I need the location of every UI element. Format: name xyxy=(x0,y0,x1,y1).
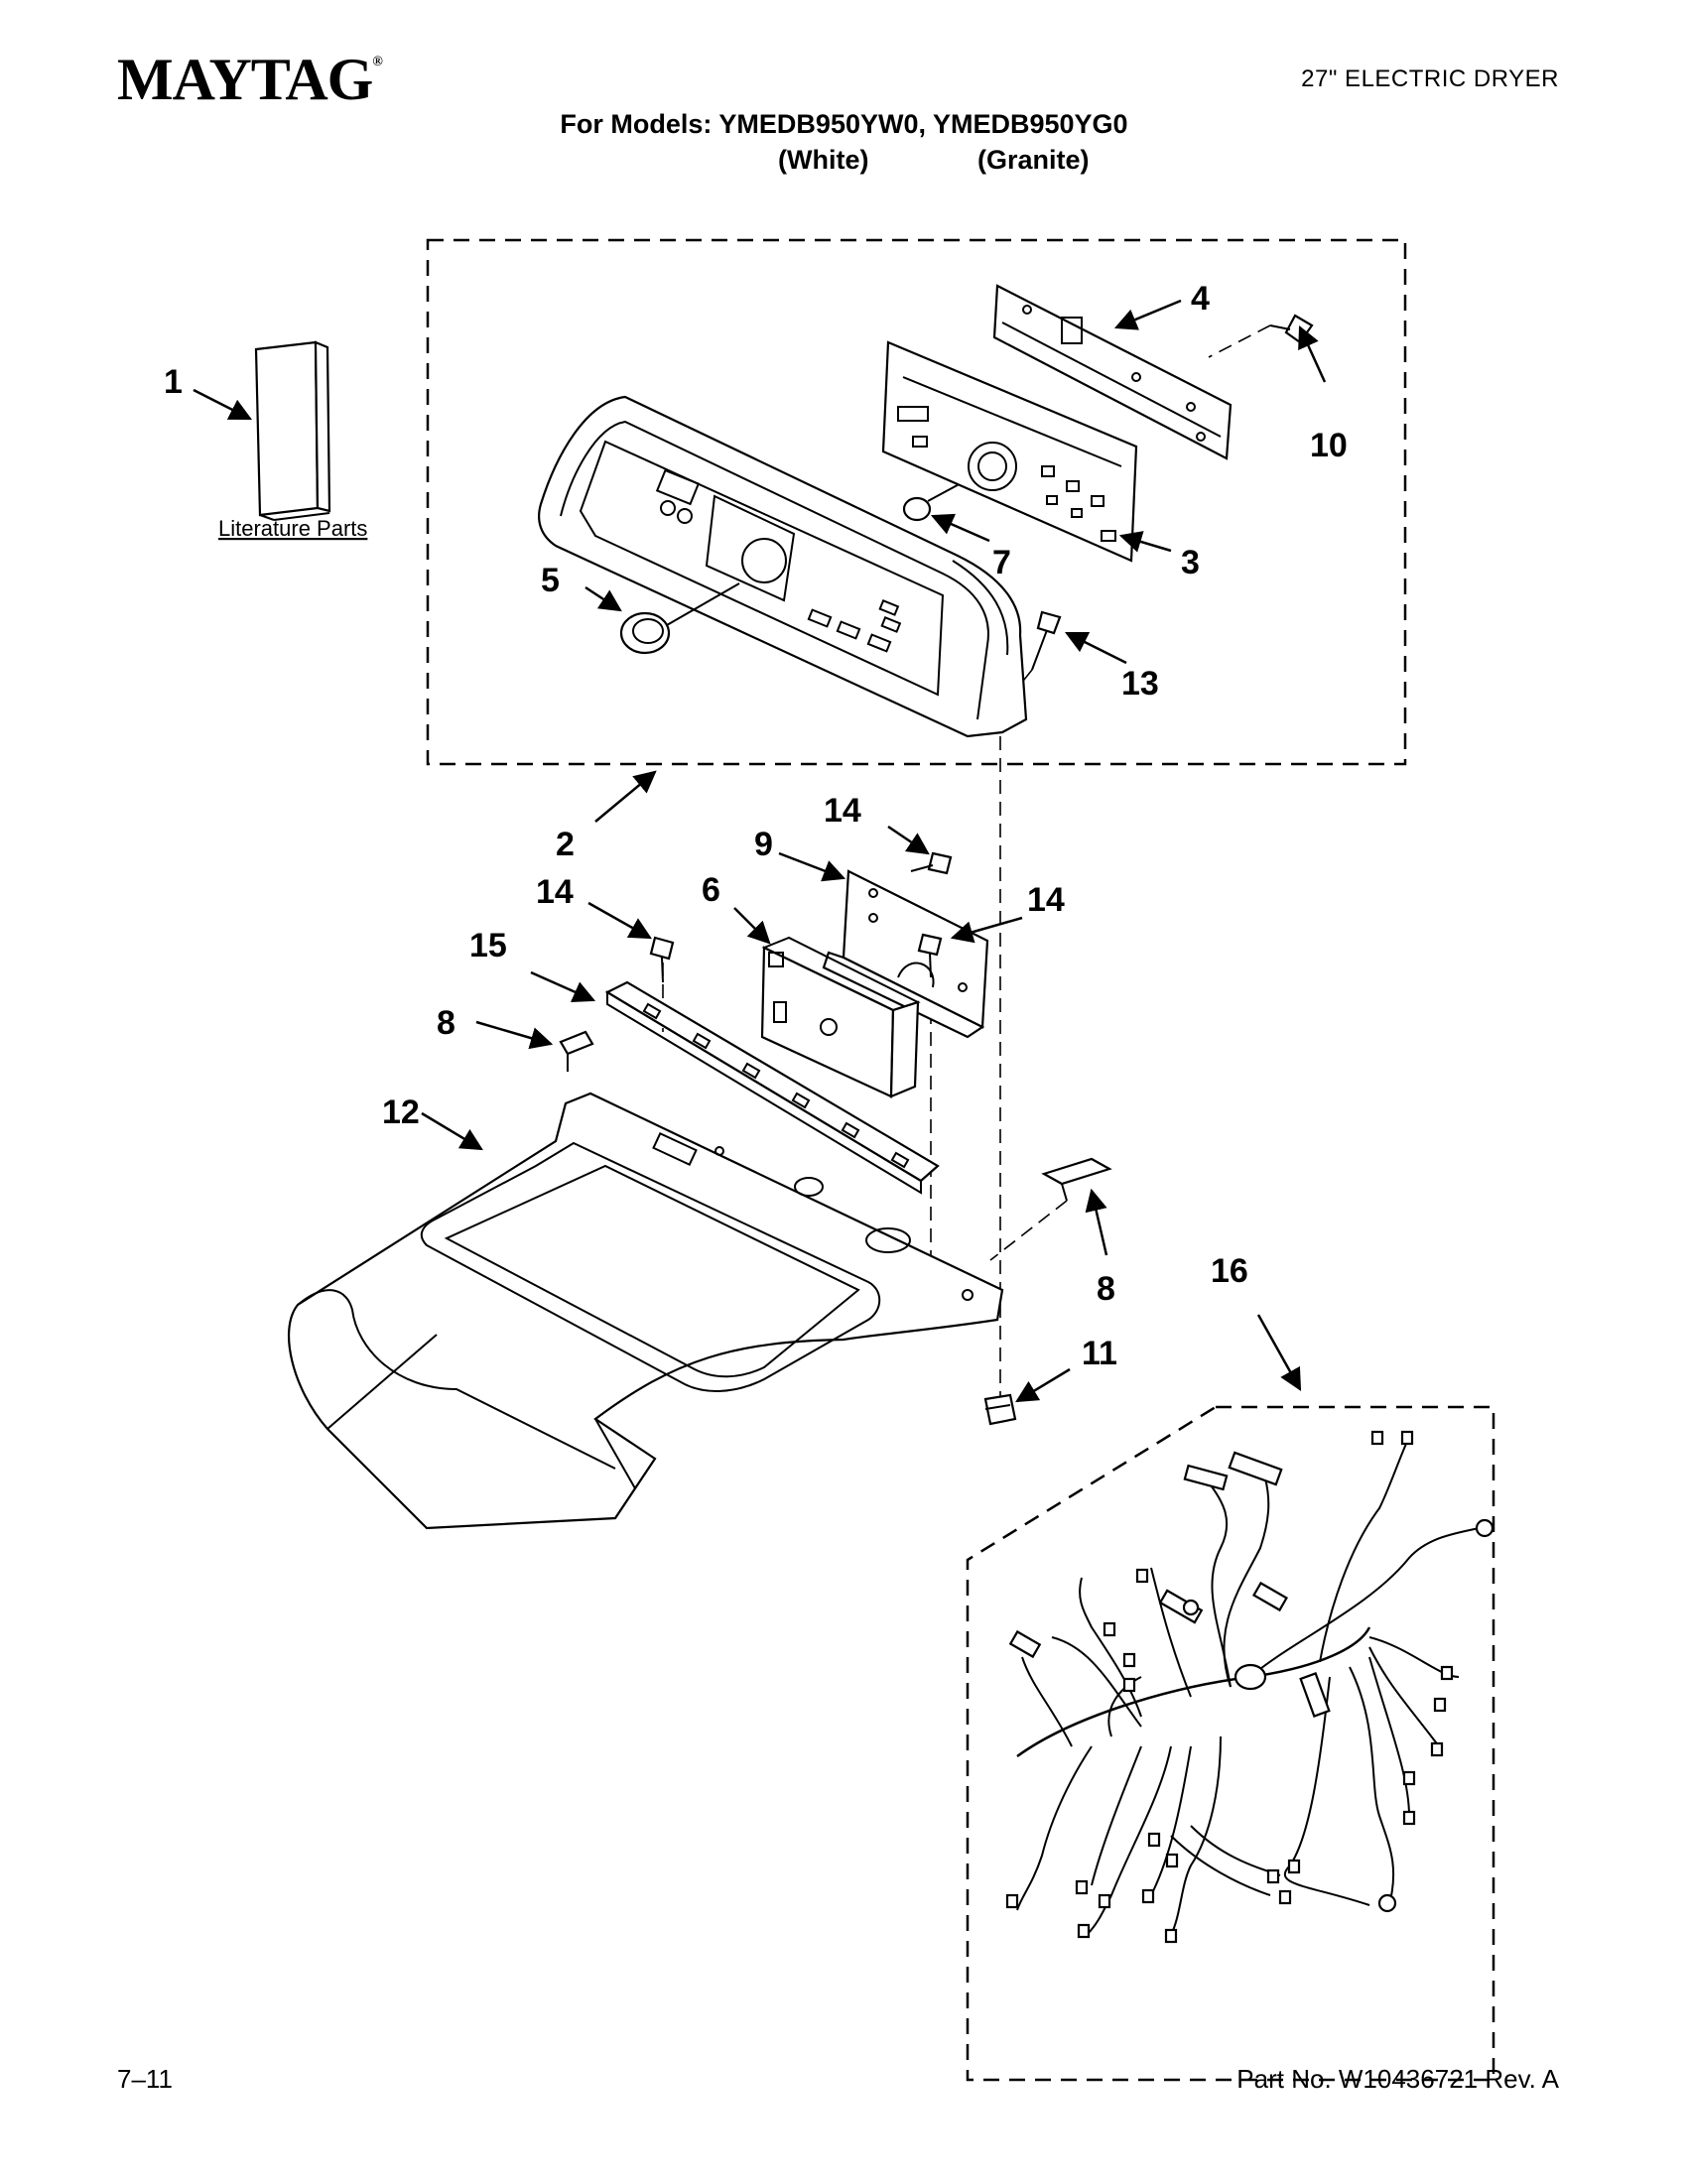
callout-8-left: 8 xyxy=(437,1004,455,1042)
callout-16: 16 xyxy=(1211,1252,1248,1290)
product-title: 27" ELECTRIC DRYER xyxy=(1301,65,1559,92)
screw-14-left xyxy=(649,936,675,983)
ui-control-board xyxy=(992,284,1233,460)
callout-12: 12 xyxy=(382,1093,420,1131)
callout-arrows xyxy=(193,299,1327,1403)
literature-parts-booklet xyxy=(254,340,331,521)
literature-parts-label: Literature Parts xyxy=(218,516,367,541)
callout-14-top: 14 xyxy=(824,792,861,830)
callout-9: 9 xyxy=(754,826,773,863)
alignment-line-clip xyxy=(989,1200,1068,1261)
brand-logo: MAYTAG® xyxy=(117,47,383,112)
registered-mark: ® xyxy=(372,55,383,69)
callout-4: 4 xyxy=(1191,280,1210,318)
date-code: 7–11 xyxy=(117,2064,173,2094)
callout-1: 1 xyxy=(164,363,183,401)
callout-7: 7 xyxy=(992,544,1011,581)
knob-leader-line xyxy=(666,582,740,626)
seal-washer xyxy=(902,496,932,522)
brand-name: MAYTAG xyxy=(117,47,373,112)
dryer-top xyxy=(287,1092,1004,1530)
screw-13-leader xyxy=(1019,669,1033,686)
screw-10-leader xyxy=(1208,324,1271,358)
callout-2: 2 xyxy=(556,826,575,863)
console-panel xyxy=(538,395,1028,738)
callout-14-right: 14 xyxy=(1027,881,1065,919)
foot xyxy=(983,1393,1017,1426)
models-line: For Models: YMEDB950YW0, YMEDB950YG0 xyxy=(560,109,1128,139)
part-number: Part No. W10436721 Rev. A xyxy=(1236,2064,1559,2094)
ui-housing xyxy=(881,340,1138,563)
callout-6: 6 xyxy=(702,871,720,909)
console-assembly-group-box xyxy=(426,238,1407,766)
variant-granite: (Granite) xyxy=(977,145,1090,175)
callout-15: 15 xyxy=(469,927,507,964)
screw-14-right xyxy=(917,933,943,978)
electronic-control xyxy=(760,936,921,1098)
callout-10: 10 xyxy=(1310,427,1348,464)
trim-strip xyxy=(604,980,940,1195)
screw-13 xyxy=(1031,610,1062,671)
callout-13: 13 xyxy=(1121,665,1159,703)
wire-harness-group-box xyxy=(966,1405,1495,2082)
wire-harness xyxy=(1005,1430,1494,1944)
variant-white: (White) xyxy=(778,145,869,175)
screw-14-top xyxy=(910,851,953,875)
callout-3: 3 xyxy=(1181,544,1200,581)
callout-5: 5 xyxy=(541,562,560,599)
clip-left xyxy=(559,1030,594,1072)
knob xyxy=(619,611,671,655)
clip-right xyxy=(1041,1157,1112,1202)
callout-8-right: 8 xyxy=(1097,1270,1115,1308)
callout-11: 11 xyxy=(1082,1335,1117,1372)
callout-14-left: 14 xyxy=(536,873,574,911)
